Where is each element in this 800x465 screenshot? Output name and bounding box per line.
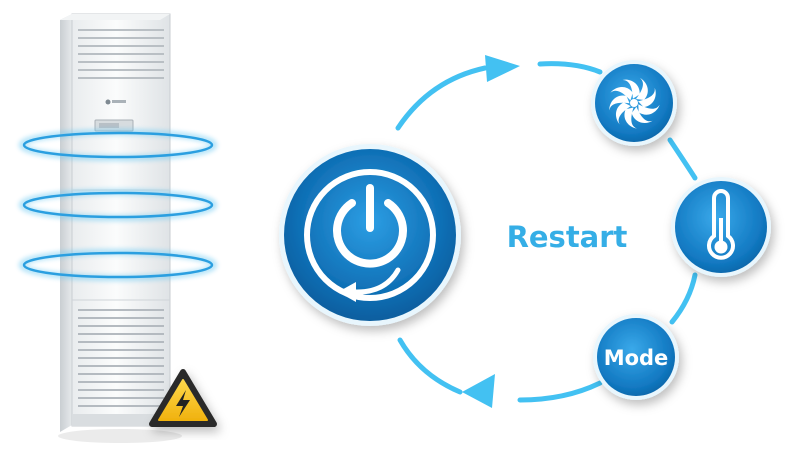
- restart-label: Restart: [507, 220, 628, 254]
- brand-logo: [105, 99, 111, 105]
- top-air-vent: [78, 29, 164, 79]
- mode-button[interactable]: [593, 314, 679, 400]
- electric-warning-icon: [149, 369, 217, 427]
- power-icon: [333, 184, 407, 268]
- restart-arrow-icon: [338, 267, 401, 302]
- bottom-air-vent: [78, 309, 164, 407]
- fan-icon: [605, 74, 662, 132]
- air-conditioner-unit: [58, 13, 182, 443]
- power-surge-rings: [18, 128, 218, 282]
- cycle-arrow-bottom: [462, 374, 495, 408]
- thermometer-icon: [707, 189, 735, 260]
- power-button[interactable]: [279, 144, 461, 326]
- mode-label: Mode: [604, 346, 669, 370]
- cycle-arrow-top: [485, 55, 520, 82]
- cycle-ring: [395, 61, 698, 403]
